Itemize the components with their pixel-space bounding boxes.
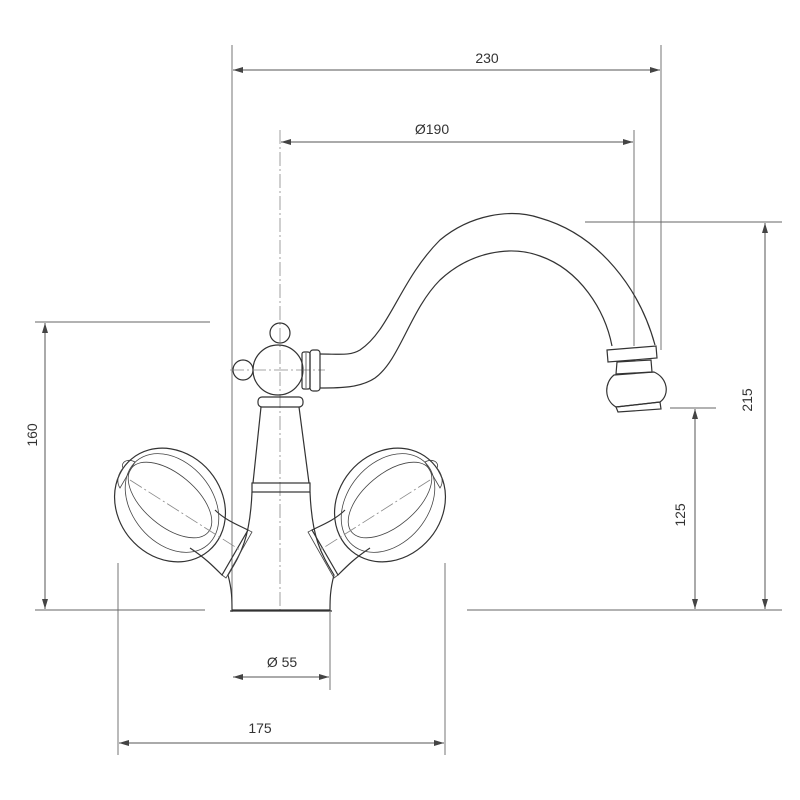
base-body [227, 491, 335, 611]
aerator [606, 345, 658, 363]
spout [319, 213, 656, 355]
top-knob [269, 322, 291, 344]
faucet [113, 213, 667, 612]
dimension-label-160: 160 [24, 423, 40, 447]
right-handle [307, 447, 447, 579]
dimension-label-215: 215 [739, 388, 755, 412]
dimension-label-125: 125 [672, 503, 688, 527]
dimension-label-175: 175 [248, 720, 272, 736]
dimension-label-190: Ø190 [415, 121, 449, 137]
extension-lines [35, 45, 782, 755]
dimension-lines [42, 67, 768, 746]
dimension-label-230: 230 [475, 50, 499, 66]
dimension-label-55: Ø 55 [267, 654, 298, 670]
left-handle [113, 447, 253, 579]
